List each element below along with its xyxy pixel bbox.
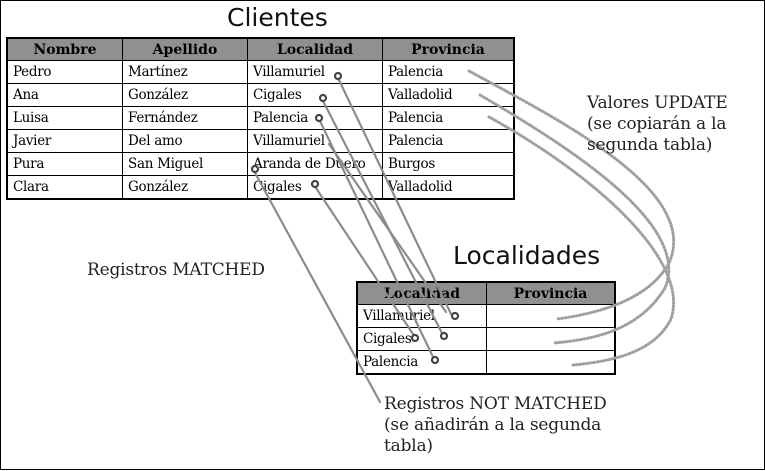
cell-nombre: Luisa xyxy=(6,106,123,130)
cell-localidad: Villamuriel xyxy=(247,129,383,153)
localidades-header-localidad: Localidad xyxy=(356,281,487,305)
localidades-row: Palencia xyxy=(356,350,616,375)
cell-provincia: Palencia xyxy=(382,106,515,130)
localidades-header-row: Localidad Provincia xyxy=(356,281,616,305)
clientes-table: Nombre Apellido Localidad Provincia Pedr… xyxy=(6,37,515,200)
cell-apellido: Del amo xyxy=(122,129,248,153)
note-matched: Registros MATCHED xyxy=(87,260,265,280)
cell-apellido: Fernández xyxy=(122,106,248,130)
cell-nombre: Clara xyxy=(6,175,123,200)
cell-localidad: Cigales xyxy=(356,327,487,351)
cell-provincia: Palencia xyxy=(382,129,515,153)
localidades-row: Villamuriel xyxy=(356,304,616,328)
clientes-row: Clara González Cigales Valladolid xyxy=(6,175,515,200)
note-update-line: segunda tabla) xyxy=(587,135,713,155)
cell-localidad: Villamuriel xyxy=(247,60,383,84)
clientes-row: Pura San Miguel Aranda de Duero Burgos xyxy=(6,152,515,176)
note-not-matched-line: Registros NOT MATCHED xyxy=(384,394,607,414)
note-not-matched-line: tabla) xyxy=(384,436,433,456)
cell-localidad: Palencia xyxy=(247,106,383,130)
cell-localidad: Cigales xyxy=(247,175,383,200)
clientes-header-apellido: Apellido xyxy=(122,37,248,61)
cell-apellido: San Miguel xyxy=(122,152,248,176)
localidades-title: Localidades xyxy=(453,241,601,270)
note-update-values: Valores UPDATE (se copiarán a la segunda… xyxy=(587,93,728,156)
clientes-row: Ana González Cigales Valladolid xyxy=(6,83,515,107)
localidades-row: Cigales xyxy=(356,327,616,351)
clientes-header-provincia: Provincia xyxy=(382,37,515,61)
cell-nombre: Pedro xyxy=(6,60,123,84)
cell-nombre: Ana xyxy=(6,83,123,107)
cell-apellido: Martínez xyxy=(122,60,248,84)
clientes-row: Luisa Fernández Palencia Palencia xyxy=(6,106,515,130)
cell-provincia: Valladolid xyxy=(382,175,515,200)
cell-provincia xyxy=(486,304,616,328)
clientes-title: Clientes xyxy=(227,3,328,32)
clientes-header-localidad: Localidad xyxy=(247,37,383,61)
cell-localidad: Villamuriel xyxy=(356,304,487,328)
clientes-header-nombre: Nombre xyxy=(6,37,123,61)
note-update-line: (se copiarán a la xyxy=(587,114,727,134)
cell-apellido: González xyxy=(122,175,248,200)
cell-provincia: Burgos xyxy=(382,152,515,176)
clientes-row: Pedro Martínez Villamuriel Palencia xyxy=(6,60,515,84)
cell-provincia: Palencia xyxy=(382,60,515,84)
cell-provincia xyxy=(486,327,616,351)
cell-apellido: González xyxy=(122,83,248,107)
cell-provincia: Valladolid xyxy=(382,83,515,107)
note-not-matched: Registros NOT MATCHED (se añadirán a la … xyxy=(384,394,607,457)
localidades-table: Localidad Provincia Villamuriel Cigales … xyxy=(356,281,616,375)
clientes-header-row: Nombre Apellido Localidad Provincia xyxy=(6,37,515,61)
note-not-matched-line: (se añadirán a la segunda xyxy=(384,415,602,435)
cell-provincia xyxy=(486,350,616,375)
cell-nombre: Javier xyxy=(6,129,123,153)
cell-localidad: Palencia xyxy=(356,350,487,375)
clientes-row: Javier Del amo Villamuriel Palencia xyxy=(6,129,515,153)
note-update-line: Valores UPDATE xyxy=(587,93,728,113)
localidades-header-provincia: Provincia xyxy=(486,281,616,305)
cell-nombre: Pura xyxy=(6,152,123,176)
cell-localidad: Aranda de Duero xyxy=(247,152,383,176)
cell-localidad: Cigales xyxy=(247,83,383,107)
